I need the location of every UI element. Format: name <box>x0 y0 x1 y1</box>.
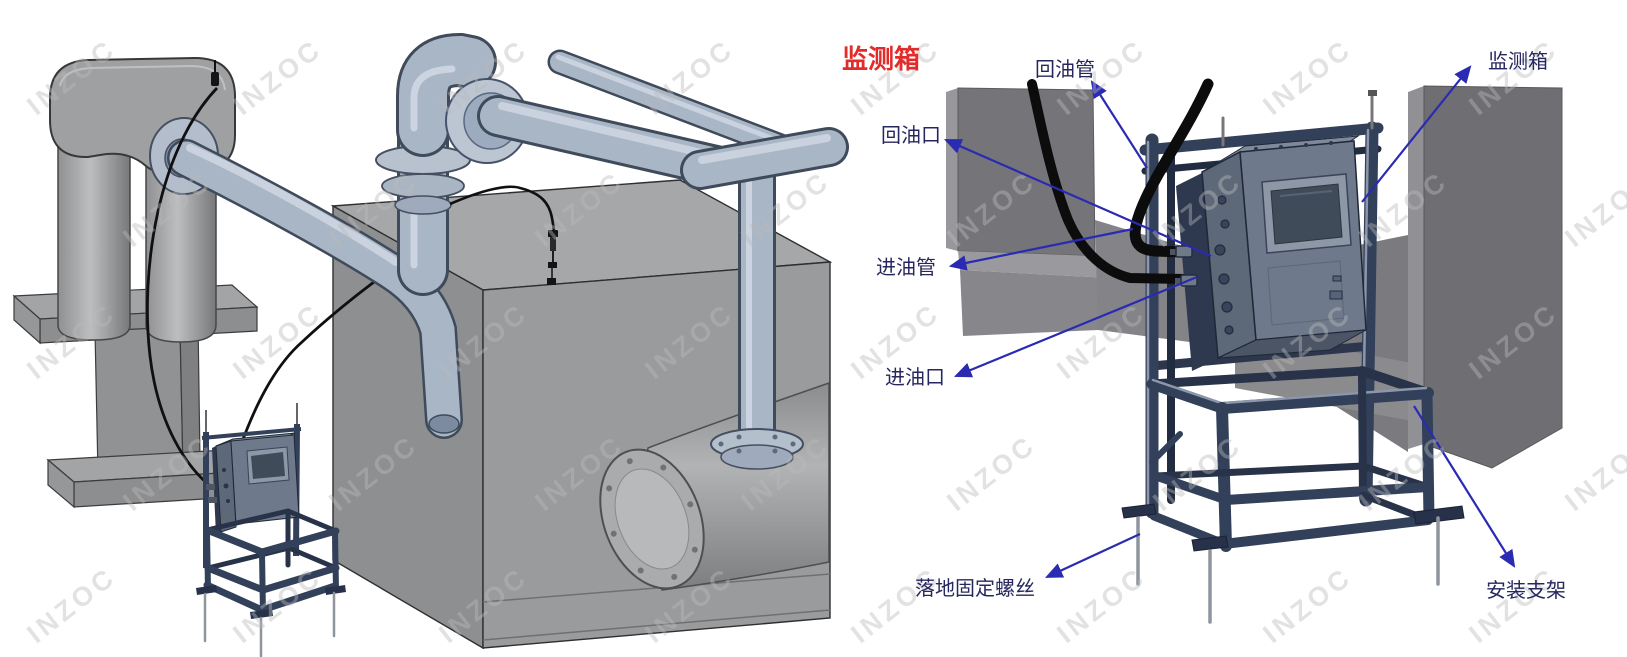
right-view-detail <box>943 65 1563 624</box>
floor-fixing-screws <box>1136 516 1440 624</box>
dangling-sensor <box>547 230 558 285</box>
sensor-cable-3 <box>449 185 556 231</box>
leader-arrow <box>1045 533 1141 578</box>
leader-arrow <box>1090 80 1148 169</box>
mini-monitoring-station <box>196 403 346 657</box>
pipe-flanges <box>375 145 471 215</box>
monitoring-cabinet <box>1170 135 1367 371</box>
piping <box>375 32 849 470</box>
leader-arrow <box>1413 405 1516 568</box>
vessel-end-flange <box>599 448 705 590</box>
vessel-top-flange <box>710 428 804 470</box>
left-view-overview <box>12 32 849 657</box>
sensor-cables <box>145 60 558 491</box>
leader-arrow <box>948 227 1134 271</box>
mini-feet-screws <box>203 591 336 657</box>
pump-outlet-pipe <box>167 139 463 439</box>
leader-arrow <box>953 275 1198 378</box>
leader-arrow <box>1361 65 1472 203</box>
oil-hoses <box>1027 78 1214 284</box>
return-oil-port-fitting <box>1175 245 1193 258</box>
return-oil-hose <box>1129 78 1214 258</box>
cabinet-side-ports <box>1214 195 1234 335</box>
leader-arrow <box>943 138 1212 258</box>
top-adjust-screws <box>1221 94 1374 147</box>
sensor-cable-1 <box>145 87 219 491</box>
oil-inlet-hose <box>1027 79 1191 284</box>
annotation-arrows <box>943 65 1516 578</box>
